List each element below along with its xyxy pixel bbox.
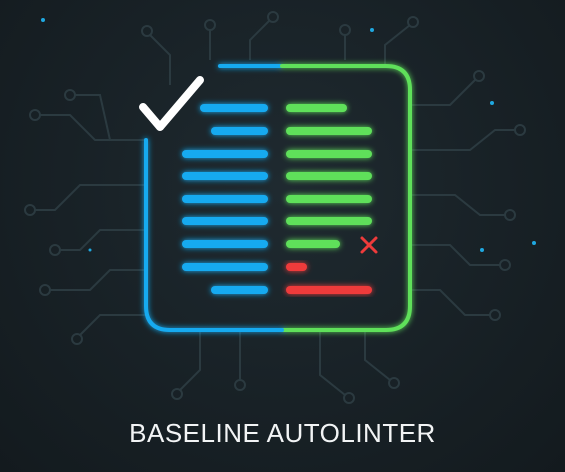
circuit-background — [24, 11, 526, 404]
red-code-lines — [286, 263, 372, 294]
brand-title: BASELINE AUTOLINTER — [129, 418, 436, 448]
blue-code-lines — [182, 104, 268, 294]
green-code-lines — [286, 104, 372, 248]
sparkle-dots — [41, 18, 536, 252]
document-frame — [144, 64, 412, 332]
checkmark-icon — [139, 76, 204, 131]
close-icon — [360, 236, 378, 254]
